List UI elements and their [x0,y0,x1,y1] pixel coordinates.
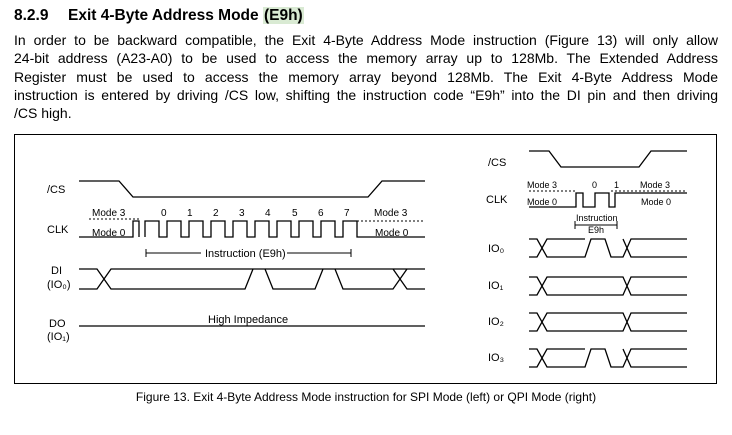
spi-clock-number: 6 [318,208,324,219]
spi-clk-mode3-dashed [89,218,425,223]
qpi-clock-number: 0 [592,180,597,190]
spi-mode3-left: Mode 3 [92,208,126,219]
spi-high-impedance-label: High Impedance [208,314,288,326]
paragraph-line: Register must be used to access the memo… [14,68,718,85]
spi-clock-number: 3 [239,208,245,219]
spi-do-alt-label: (IO₁) [47,331,70,343]
qpi-mode3-right: Mode 3 [640,180,670,190]
qpi-mode0-right: Mode 0 [641,197,671,207]
qpi-instruction-label: Instruction [576,213,618,223]
qpi-mode0-left: Mode 0 [527,197,557,207]
spi-cs-waveform [79,180,425,198]
timing-diagram: /CS CLK DI (IO₀) DO (IO₁) High Impedance… [47,150,687,368]
spi-clock-number: 1 [187,208,193,219]
qpi-clock-number: 1 [614,180,619,190]
section-title: Exit 4-Byte Address Mode [68,7,259,24]
qpi-io3-waveform [529,348,687,368]
spi-clk-label: CLK [47,224,69,236]
spi-di-alt-label: (IO₀) [47,279,71,291]
qpi-io1-label: IO₁ [488,280,504,292]
timing-diagram-frame: /CS CLK DI (IO₀) DO (IO₁) High Impedance… [14,134,717,384]
paragraph-line: instruction is entered by driving /CS lo… [14,86,718,103]
spi-mode3-right: Mode 3 [374,208,408,219]
spi-mode0-right: Mode 0 [375,228,409,239]
qpi-instruction-code: E9h [588,225,604,235]
spi-do-label: DO [49,318,66,330]
paragraph-line: 24-bit address (A23-A0) to be used to ac… [14,50,718,67]
qpi-io3-label: IO₃ [488,352,504,364]
qpi-clk-label: CLK [486,194,508,206]
qpi-instruction-arrow [574,221,618,229]
figure-caption: Figure 13. Exit 4-Byte Address Mode inst… [135,390,597,404]
spi-cs-label: /CS [47,184,65,196]
spi-clock-number: 4 [265,208,271,219]
spi-di-waveform [79,268,425,290]
spi-instruction-label: Instruction (E9h) [205,248,286,260]
qpi-cs-label: /CS [488,157,506,169]
qpi-io0-label: IO₀ [488,243,504,255]
qpi-cs-waveform [529,150,687,168]
spi-di-label: DI [51,265,62,277]
qpi-clk-waveform [529,192,687,208]
section-heading: 8.2.9 Exit 4-Byte Address Mode (E9h) [14,7,304,25]
section-number: 8.2.9 [14,7,49,24]
description-paragraph: In order to be backward compatible, the … [14,31,718,122]
spi-clock-number: 7 [344,208,350,219]
paragraph-line: In order to be backward compatible, the … [14,32,718,48]
qpi-io2-label: IO₂ [488,316,504,328]
qpi-io2-waveform [529,312,687,332]
instruction-code-highlight: (E9h) [262,7,304,24]
spi-clock-number: 0 [161,208,167,219]
spi-clock-number: 2 [213,208,219,219]
qpi-io1-waveform [529,276,687,296]
qpi-mode3-left: Mode 3 [527,180,557,190]
paragraph-line: /CS high. [14,105,72,122]
spi-mode0-left: Mode 0 [92,228,126,239]
qpi-io0-waveform [529,238,687,258]
spi-clk-waveform [79,220,425,238]
spi-clock-number: 5 [292,208,298,219]
